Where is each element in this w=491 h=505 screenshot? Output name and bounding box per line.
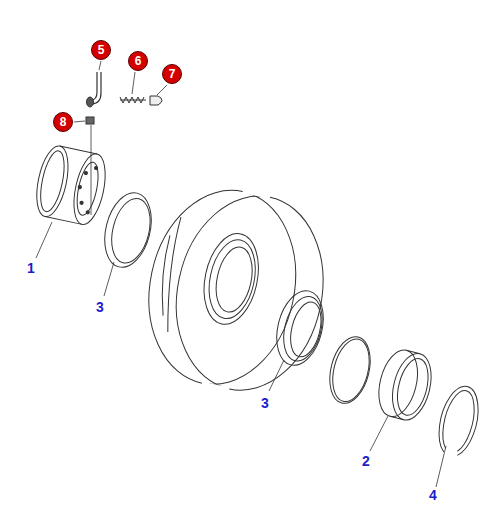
callout-number: 3 xyxy=(96,300,104,314)
callout-number: 5 xyxy=(98,44,105,56)
callout-number: 6 xyxy=(135,55,142,67)
callout-number: 2 xyxy=(362,454,370,468)
callout-number: 4 xyxy=(429,488,437,502)
callout-number: 7 xyxy=(169,68,176,80)
callout-circle: 6 xyxy=(128,51,148,71)
callout-circle: 7 xyxy=(162,64,182,84)
callout-number: 8 xyxy=(60,116,67,128)
callout-circle: 5 xyxy=(91,40,111,60)
callout-circle: 8 xyxy=(53,112,73,132)
callout-number: 1 xyxy=(27,261,35,275)
callout-number: 3 xyxy=(261,396,269,410)
